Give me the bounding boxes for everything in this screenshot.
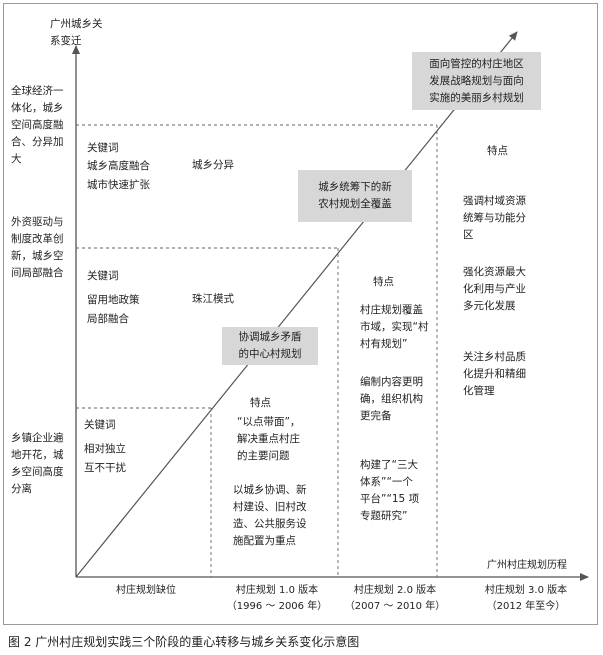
figure-frame	[3, 3, 598, 625]
stage3-box: 面向管控的村庄地区 发展战略规划与面向 实施的美丽乡村规划	[412, 52, 541, 110]
features-v3-heading: 特点	[487, 145, 508, 157]
keyword-lines-3: 城乡高度融合 城市快速扩张	[87, 160, 150, 191]
keyword-side-2: 珠江模式	[192, 293, 234, 305]
x-stage-3-period: （2012 年至今）	[486, 601, 566, 612]
features-v3-item-3: 关注乡村品质 化提升和精细 化管理	[463, 351, 526, 397]
keyword-side-3: 城乡分异	[192, 159, 234, 171]
features-v2-heading: 特点	[373, 276, 394, 288]
keyword-heading-1: 关键词	[84, 419, 116, 431]
x-axis-title: 广州村庄规划历程	[487, 560, 567, 571]
keyword-lines-2: 留用地政策 局部融合	[87, 294, 140, 325]
left-desc-stage1: 乡镇企业遍 地开花，城 乡空间高度 分离	[11, 432, 64, 495]
features-v2-item-3: 构建了“三大 体系”“一个 平台”“15 项 专题研究”	[360, 459, 420, 522]
features-v3-item-2: 强化资源最大 化利用与产业 多元化发展	[463, 266, 526, 312]
left-desc-stage3: 全球经济一 体化，城乡 空间高度融 合、分异加 大	[11, 85, 64, 165]
stage1-box: 协调城乡矛盾 的中心村规划	[222, 327, 318, 365]
features-v2-item-1: 村庄规划覆盖 市域，实现“村 村有规划”	[360, 304, 429, 350]
features-v2-item-2: 编制内容更明 确，组织机构 更完备	[360, 376, 423, 422]
x-stage-1-name: 村庄规划 1.0 版本	[235, 585, 319, 596]
x-stage-3-name: 村庄规划 3.0 版本	[484, 585, 568, 596]
y-axis-title: 广州城乡关 系变迁	[50, 18, 103, 47]
diagonal-arrow	[75, 31, 518, 578]
features-v1-item-2: 以城乡协调、新 村建设、旧村改 造、公共服务设 施配置为重点	[233, 484, 307, 547]
x-stage-1-period: （1996 ～ 2006 年）	[226, 601, 328, 612]
keyword-heading-2: 关键词	[87, 270, 119, 282]
figure-caption: 图 2 广州村庄规划实践三个阶段的重心转移与城乡关系变化示意图	[8, 635, 360, 649]
features-v1-item-1: “以点带面”， 解决重点村庄 的主要问题	[237, 416, 301, 462]
keyword-lines-1: 相对独立 互不干扰	[84, 443, 126, 474]
features-v1-heading: 特点	[250, 397, 271, 409]
x-stage-2-period: （2007 ～ 2010 年）	[344, 601, 446, 612]
stage2-box: 城乡统筹下的新 农村规划全覆盖	[298, 170, 412, 222]
features-v3-item-1: 强调村域资源 统筹与功能分 区	[463, 195, 526, 241]
left-desc-stage2: 外资驱动与 制度改革创 新，城乡空 间局部融合	[11, 216, 64, 279]
x-stage-0-name: 村庄规划缺位	[116, 585, 176, 596]
keyword-heading-3: 关键词	[87, 142, 119, 154]
x-stage-2-name: 村庄规划 2.0 版本	[353, 585, 437, 596]
